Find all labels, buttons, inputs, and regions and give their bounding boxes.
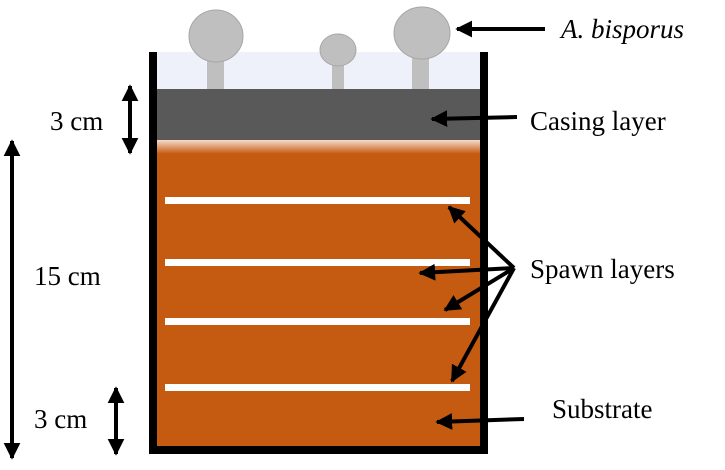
spawn-pointer-arrow-1 [447,205,516,270]
spawn-line-2 [165,259,470,266]
spawn-line-1 [165,197,470,204]
container-right-wall [480,52,488,454]
spawn-lines [165,197,470,391]
total-depth-label: 15 cm [34,261,101,291]
spawn-line-4 [165,384,470,391]
spawn-pointer-arrow-3 [443,266,516,312]
container-bottom [149,446,488,454]
substrate-layer [155,140,482,448]
bottom-thickness-label: 3 cm [34,404,87,434]
container-left-wall [149,52,157,454]
species-label: A. bisporus [559,14,684,44]
spawn-pointer-arrow-2 [418,263,515,281]
mushroom-left [188,9,244,91]
mushroom-right [393,6,451,91]
casing-layer-label: Casing layer [530,106,666,136]
mushroom-middle [319,33,357,91]
spawn-line-3 [165,318,470,325]
container [149,52,488,454]
spawn-layers-label: Spawn layers [530,254,675,284]
spawn-pointer-arrow-4 [450,267,516,383]
substrate-label: Substrate [552,394,653,424]
casing-thickness-label: 3 cm [50,106,103,136]
casing-layer [155,89,482,140]
casing-pointer-arrow [430,110,518,128]
spawn-pointer-arrows [418,205,516,383]
mushroom-fruiting-bodies [188,6,451,91]
substrate-pointer-arrow [435,413,525,430]
